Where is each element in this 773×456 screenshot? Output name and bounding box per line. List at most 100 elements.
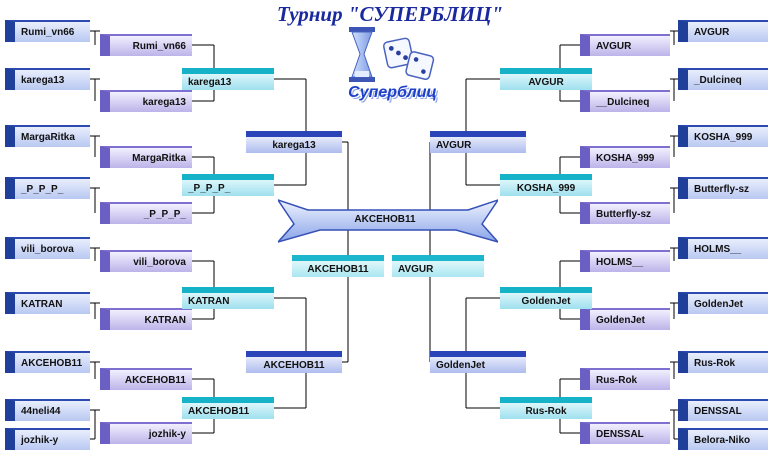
- right-r3-slot-1: GoldenJet: [430, 351, 526, 373]
- player-name: AKCEHOB11: [188, 405, 250, 417]
- right-r2-slot-0: AVGUR: [500, 68, 592, 90]
- player-name: Rumi_vn66: [132, 40, 186, 52]
- player-name: GoldenJet: [521, 295, 571, 307]
- left-r3-slot-0: karega13: [246, 131, 342, 153]
- player-name: _P_P_P_: [21, 183, 64, 195]
- left-r0-slot-1: karega13: [5, 68, 90, 90]
- player-name: DENSSAL: [596, 428, 644, 440]
- left-r0-slot-7: 44neli44: [5, 399, 90, 421]
- player-name: Butterfly-sz: [694, 183, 750, 195]
- right-semi-slot-0: AVGUR: [392, 255, 484, 277]
- right-r0-slot-0: AVGUR: [678, 20, 768, 42]
- right-r2-slot-1: KOSHA_999: [500, 174, 592, 196]
- left-r0-slot-5: KATRAN: [5, 292, 90, 314]
- right-r1-slot-7: DENSSAL: [580, 422, 670, 444]
- player-name: DENSSAL: [694, 405, 742, 417]
- player-name: MargaRitka: [21, 131, 75, 143]
- player-name: _Dulcineq: [694, 74, 742, 86]
- left-r1-slot-6: AKCEHOB11: [100, 368, 192, 390]
- logo-text: Суперблиц: [348, 84, 437, 101]
- player-name: HOLMS__: [596, 256, 644, 268]
- player-name: AVGUR: [596, 40, 632, 52]
- right-r2-slot-2: GoldenJet: [500, 287, 592, 309]
- player-name: __Dulcineq: [596, 96, 650, 108]
- player-name: Butterfly-sz: [596, 208, 652, 220]
- player-name: karega13: [188, 76, 232, 88]
- left-r1-slot-2: MargaRitka: [100, 146, 192, 168]
- left-r1-slot-4: vili_borova: [100, 250, 192, 272]
- hourglass-dice-icon: [349, 27, 435, 82]
- right-r1-slot-3: Butterfly-sz: [580, 202, 670, 224]
- player-name: Belora-Niko: [694, 434, 751, 446]
- right-r0-slot-1: _Dulcineq: [678, 68, 768, 90]
- player-name: jozhik-y: [21, 434, 59, 446]
- player-name: MargaRitka: [132, 152, 186, 164]
- left-r2-slot-0: karega13: [182, 68, 274, 90]
- right-r1-slot-1: __Dulcineq: [580, 90, 670, 112]
- player-name: AVGUR: [528, 76, 564, 88]
- player-name: KOSHA_999: [516, 182, 576, 194]
- left-r0-slot-6: AKCEHOB11: [5, 351, 90, 373]
- right-r1-slot-5: GoldenJet: [580, 308, 670, 330]
- left-r1-slot-3: _P_P_P_: [100, 202, 192, 224]
- left-r2-slot-2: KATRAN: [182, 287, 274, 309]
- player-name: vili_borova: [133, 256, 186, 268]
- left-r2-slot-1: _P_P_P_: [182, 174, 274, 196]
- left-r1-slot-5: KATRAN: [100, 308, 192, 330]
- left-r1-slot-7: jozhik-y: [100, 422, 192, 444]
- right-r1-slot-6: Rus-Rok: [580, 368, 670, 390]
- left-semi-slot-0: AKCEHOB11: [292, 255, 384, 277]
- player-name: AKCEHOB11: [124, 374, 186, 386]
- right-r0-slot-7: DENSSAL: [678, 399, 768, 421]
- champion-label: AKCEHOB11: [354, 214, 416, 225]
- right-r0-slot-6: Rus-Rok: [678, 351, 768, 373]
- right-r0-slot-8: Belora-Niko: [678, 428, 768, 450]
- player-name: Rus-Rok: [596, 374, 638, 386]
- player-name: AKCEHOB11: [307, 263, 369, 275]
- player-name: GoldenJet: [436, 359, 485, 371]
- right-r1-slot-0: AVGUR: [580, 34, 670, 56]
- left-r3-slot-1: AKCEHOB11: [246, 351, 342, 373]
- left-r0-slot-8: jozhik-y: [5, 428, 90, 450]
- player-name: karega13: [272, 139, 316, 151]
- player-name: 44neli44: [21, 405, 61, 417]
- left-r0-slot-4: vili_borova: [5, 237, 90, 259]
- left-r1-slot-0: Rumi_vn66: [100, 34, 192, 56]
- page-title: Турнир "СУПЕРБЛИЦ": [276, 2, 504, 26]
- player-name: KOSHA_999: [694, 131, 753, 143]
- player-name: Rumi_vn66: [21, 26, 75, 38]
- player-name: KATRAN: [21, 298, 63, 310]
- player-name: jozhik-y: [148, 428, 186, 440]
- player-name: AVGUR: [694, 26, 730, 38]
- player-name: _P_P_P_: [188, 182, 231, 194]
- left-r0-slot-0: Rumi_vn66: [5, 20, 90, 42]
- player-name: HOLMS__: [694, 243, 742, 255]
- champion-banner: [278, 199, 498, 243]
- left-r0-slot-2: MargaRitka: [5, 125, 90, 147]
- left-r2-slot-3: AKCEHOB11: [182, 397, 274, 419]
- player-name: _P_P_P_: [143, 208, 186, 220]
- player-name: vili_borova: [21, 243, 74, 255]
- right-r0-slot-2: KOSHA_999: [678, 125, 768, 147]
- player-name: Rus-Rok: [525, 405, 567, 417]
- player-name: AVGUR: [436, 139, 472, 151]
- left-r1-slot-1: karega13: [100, 90, 192, 112]
- player-name: Rus-Rok: [694, 357, 736, 369]
- right-r2-slot-3: Rus-Rok: [500, 397, 592, 419]
- right-r3-slot-0: AVGUR: [430, 131, 526, 153]
- player-name: KOSHA_999: [596, 152, 655, 164]
- player-name: AKCEHOB11: [21, 357, 83, 369]
- player-name: AKCEHOB11: [263, 359, 325, 371]
- right-r1-slot-2: KOSHA_999: [580, 146, 670, 168]
- player-name: GoldenJet: [596, 314, 645, 326]
- player-name: karega13: [142, 96, 186, 108]
- right-r1-slot-4: HOLMS__: [580, 250, 670, 272]
- left-r0-slot-3: _P_P_P_: [5, 177, 90, 199]
- right-r0-slot-5: GoldenJet: [678, 292, 768, 314]
- player-name: KATRAN: [144, 314, 186, 326]
- player-name: GoldenJet: [694, 298, 743, 310]
- player-name: KATRAN: [188, 295, 230, 307]
- player-name: karega13: [21, 74, 65, 86]
- player-name: AVGUR: [398, 263, 434, 275]
